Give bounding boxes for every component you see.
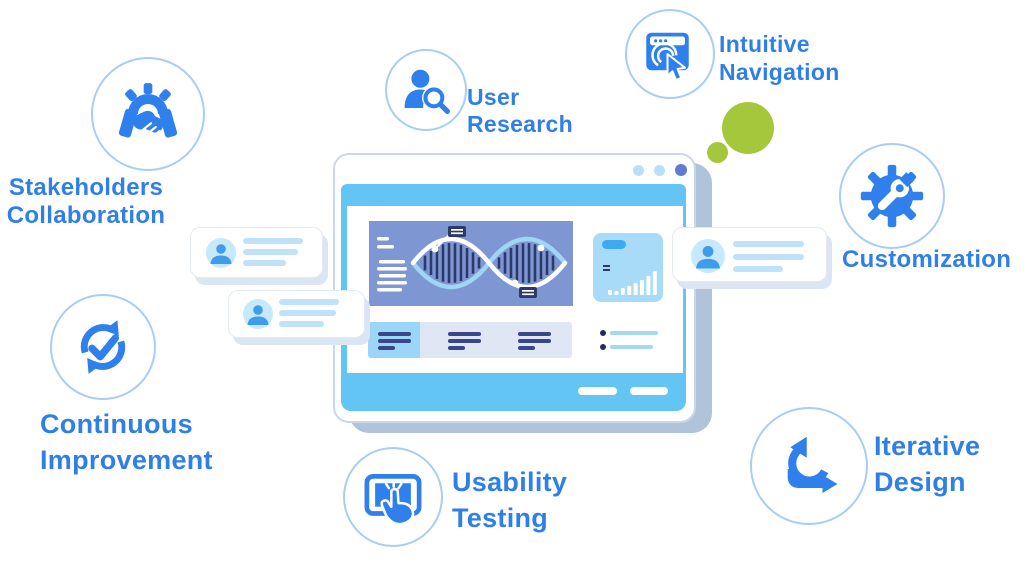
- feature-label-line: Collaboration: [6, 202, 166, 229]
- browser-cursor-icon: [646, 32, 689, 81]
- feature-circle-user-research: [385, 49, 467, 131]
- titlebar-dot: [675, 164, 687, 176]
- stat-card: [593, 233, 663, 302]
- dashboard-page: [347, 206, 683, 373]
- browser-titlebar: [335, 155, 694, 186]
- feature-circle-stakeholders: [91, 57, 205, 171]
- person-magnifier-icon: [404, 69, 450, 114]
- feature-circle-customization: [839, 143, 945, 249]
- footer-pill: [578, 387, 617, 395]
- feature-circle-intuitive-navigation: [625, 9, 715, 99]
- feature-label-line: Improvement: [40, 445, 213, 475]
- browser-viewport: [341, 184, 686, 411]
- feature-label-line: Design: [874, 467, 966, 497]
- gear-handshake-icon: [118, 83, 178, 139]
- feature-label-line: Navigation: [719, 59, 840, 85]
- feature-label-line: Customization: [842, 246, 1012, 273]
- browser-window: [333, 153, 696, 423]
- list-section: [368, 322, 572, 358]
- feature-circle-iterative-design: [750, 407, 868, 525]
- feature-label-usability-testing: Usability Testing: [452, 464, 567, 536]
- dna-helix-chart-svg: [377, 226, 568, 298]
- titlebar-dot: [633, 165, 644, 176]
- user-avatar-icon: [206, 238, 236, 268]
- tablet-tap-icon: [364, 474, 422, 526]
- user-avatar-icon: [243, 299, 273, 329]
- feature-label-iterative-design: Iterative Design: [874, 428, 980, 500]
- feature-label-line: Stakeholders: [8, 174, 164, 201]
- feature-label-continuous-improvement: Continuous Improvement: [40, 406, 213, 478]
- feature-circle-usability-testing: [343, 447, 443, 547]
- feature-label-line: Intuitive: [719, 31, 810, 57]
- feature-label-line: User: [467, 84, 520, 110]
- titlebar-dot: [654, 165, 665, 176]
- feature-label-line: Testing: [452, 503, 549, 533]
- feature-label-line: Continuous: [40, 409, 193, 439]
- bar-chart-icon: [602, 240, 657, 295]
- footer-pill: [630, 387, 668, 395]
- gear-wrench-icon: [860, 164, 924, 228]
- user-avatar-icon: [691, 239, 725, 273]
- dna-helix-chart: [369, 221, 573, 306]
- feature-label-intuitive-navigation: Intuitive Navigation: [719, 30, 840, 86]
- refresh-check-icon: [80, 320, 126, 374]
- green-dot: [722, 102, 774, 154]
- user-card: [228, 290, 365, 338]
- green-dot: [707, 142, 728, 163]
- feature-label-line: Usability: [452, 467, 568, 497]
- user-card: [190, 227, 323, 278]
- loop-arrow-icon: [787, 436, 838, 493]
- feature-label-line: Research: [467, 111, 573, 137]
- feature-label-stakeholders: Stakeholders Collaboration: [0, 174, 172, 230]
- feature-label-customization: Customization: [842, 246, 1011, 274]
- feature-label-line: Iterative: [874, 431, 981, 461]
- feature-circle-continuous-improvement: [50, 294, 156, 400]
- user-card: [672, 227, 827, 282]
- feature-label-user-research: User Research: [467, 84, 573, 138]
